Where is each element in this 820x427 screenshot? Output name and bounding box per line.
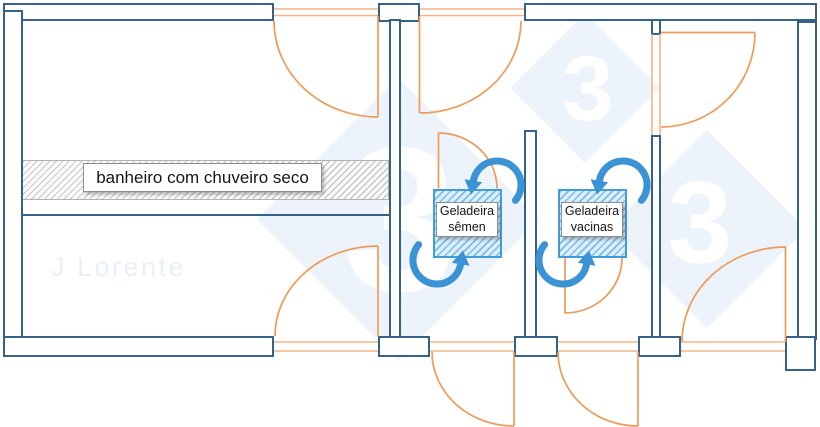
fridge-vaccines-label: Geladeira vacinas: [561, 202, 623, 237]
fridge-door-swing-vaccines: [564, 257, 623, 314]
threshold-wallc-door: [651, 34, 661, 135]
author-watermark: J Lorente: [51, 252, 187, 282]
wall-bottom-pier-1: [378, 336, 430, 357]
threshold-bottom-door-1: [274, 341, 378, 352]
door-swing-top-left: [273, 20, 379, 118]
airflow-arrow-vaccines-bottom: [535, 241, 596, 288]
door-swing-top-middle: [419, 20, 522, 114]
door-swing-exterior-vaccines: [557, 351, 639, 427]
threshold-top-door-right: [420, 8, 524, 17]
bathroom-label: banheiro com chuveiro seco: [83, 163, 322, 192]
wall-interior-c-stub: [651, 19, 661, 35]
threshold-bottom-door-3: [558, 341, 638, 352]
threshold-bottom-door-2: [430, 341, 514, 352]
wall-corner-block: [785, 336, 816, 371]
fridge-semen-label: Geladeira sêmen: [436, 202, 498, 237]
fridge-vaccines-label-line2: vacinas: [570, 219, 614, 234]
fridge-semen-label-line1: Geladeira: [439, 204, 495, 218]
airflow-arrow-semen-bottom: [409, 241, 470, 288]
door-swing-exterior-semen: [431, 351, 515, 427]
airflow-arrow-semen-top: [464, 157, 525, 204]
fridge-door-swing-semen: [438, 132, 498, 189]
wall-interior-b: [524, 130, 537, 338]
airflow-arrow-vaccines-top: [590, 157, 651, 204]
fridge-semen-label-line2: sêmen: [448, 219, 486, 234]
wall-interior-a: [389, 19, 401, 338]
threshold-bottom-door-4: [681, 341, 785, 352]
door-swing-bottom-left: [274, 245, 379, 337]
wall-top-right: [524, 3, 817, 21]
watermark-digit-middle: 3: [562, 38, 614, 140]
fridge-vaccines-label-line1: Geladeira: [564, 204, 620, 218]
door-swing-bottom-right: [681, 246, 787, 342]
threshold-top-door-left: [274, 8, 378, 17]
interior-wall-line: [23, 214, 389, 216]
wall-interior-c: [651, 135, 661, 338]
door-swing-wallc: [660, 32, 756, 128]
watermark-digit-right: 3: [667, 157, 733, 287]
wall-bottom-left: [3, 336, 274, 357]
